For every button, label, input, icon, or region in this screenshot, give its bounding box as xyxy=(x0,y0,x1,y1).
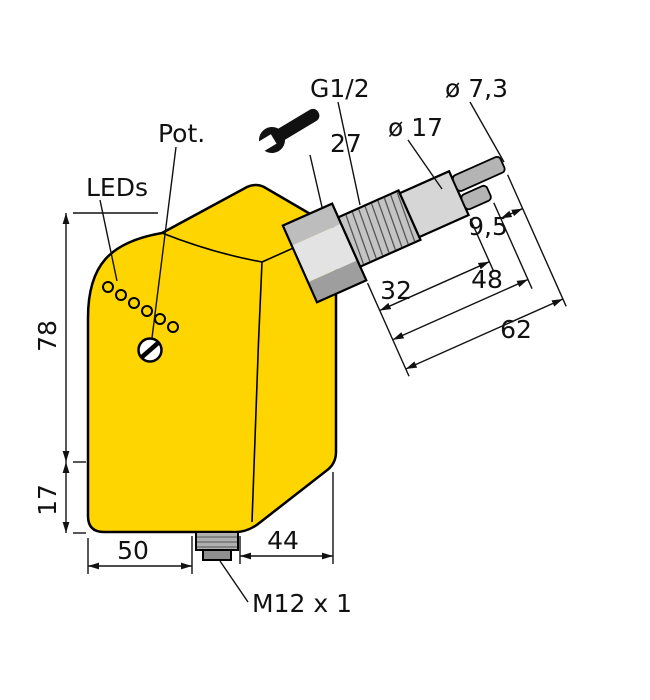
wrench-handle xyxy=(276,108,320,141)
led-icon xyxy=(167,321,179,333)
body-outline xyxy=(86,183,338,534)
label-dim-32: 32 xyxy=(380,276,412,305)
nut-facet xyxy=(282,203,342,246)
probe-tips xyxy=(451,155,506,211)
led-icon xyxy=(102,281,114,293)
connector-tip xyxy=(202,549,232,561)
leader-tube-diameter xyxy=(407,139,443,190)
leader-tip-diameter xyxy=(469,101,505,163)
leader-m12 xyxy=(219,560,249,603)
led-icon xyxy=(141,305,153,317)
label-dim-48: 48 xyxy=(471,265,503,294)
label-tube-diameter: ø 17 xyxy=(388,113,443,142)
label-tip-diameter: ø 7,3 xyxy=(445,74,508,103)
wrench-jaw-slot xyxy=(250,134,277,157)
leader-wrench-size xyxy=(309,154,323,208)
body-front-right-edge xyxy=(251,261,263,523)
nut-facet xyxy=(308,260,367,303)
label-dim-62: 62 xyxy=(500,315,532,344)
potentiometer-screw xyxy=(137,337,163,363)
label-pot: Pot. xyxy=(158,119,205,148)
thread-hatching xyxy=(345,191,416,265)
process-connection-stem xyxy=(281,155,567,377)
extension-line xyxy=(493,202,533,289)
label-dim-9-5: 9,5 xyxy=(468,212,508,241)
axial-dimension-lines xyxy=(366,174,567,377)
label-dim-44: 44 xyxy=(267,526,299,555)
wrench-icon xyxy=(250,108,320,157)
nut-facet xyxy=(291,223,358,283)
dim-line-62 xyxy=(405,298,564,370)
led-icon xyxy=(115,289,127,301)
pot-screw-slot xyxy=(140,341,160,359)
body-top-edge xyxy=(161,228,337,263)
leader-g12 xyxy=(337,101,361,206)
label-dim-17: 17 xyxy=(33,484,62,516)
label-leds: LEDs xyxy=(86,173,148,202)
probe-tube xyxy=(398,169,471,239)
leader-pot xyxy=(151,146,177,339)
led-icon xyxy=(128,297,140,309)
probe-tip-lower xyxy=(460,184,492,211)
label-dim-78: 78 xyxy=(33,320,62,352)
extension-line xyxy=(506,174,567,307)
label-m12-connector: M12 x 1 xyxy=(252,589,352,618)
extension-line xyxy=(366,282,410,377)
body-dimension-lines xyxy=(62,212,334,574)
label-thread-size: G1/2 xyxy=(310,74,370,103)
label-dim-50: 50 xyxy=(117,536,149,565)
sensor-body xyxy=(86,183,338,534)
m12-connector xyxy=(195,531,239,561)
probe-tip-upper xyxy=(451,155,506,192)
label-wrench-size: 27 xyxy=(330,129,362,158)
dim-line-9-5 xyxy=(500,207,523,219)
